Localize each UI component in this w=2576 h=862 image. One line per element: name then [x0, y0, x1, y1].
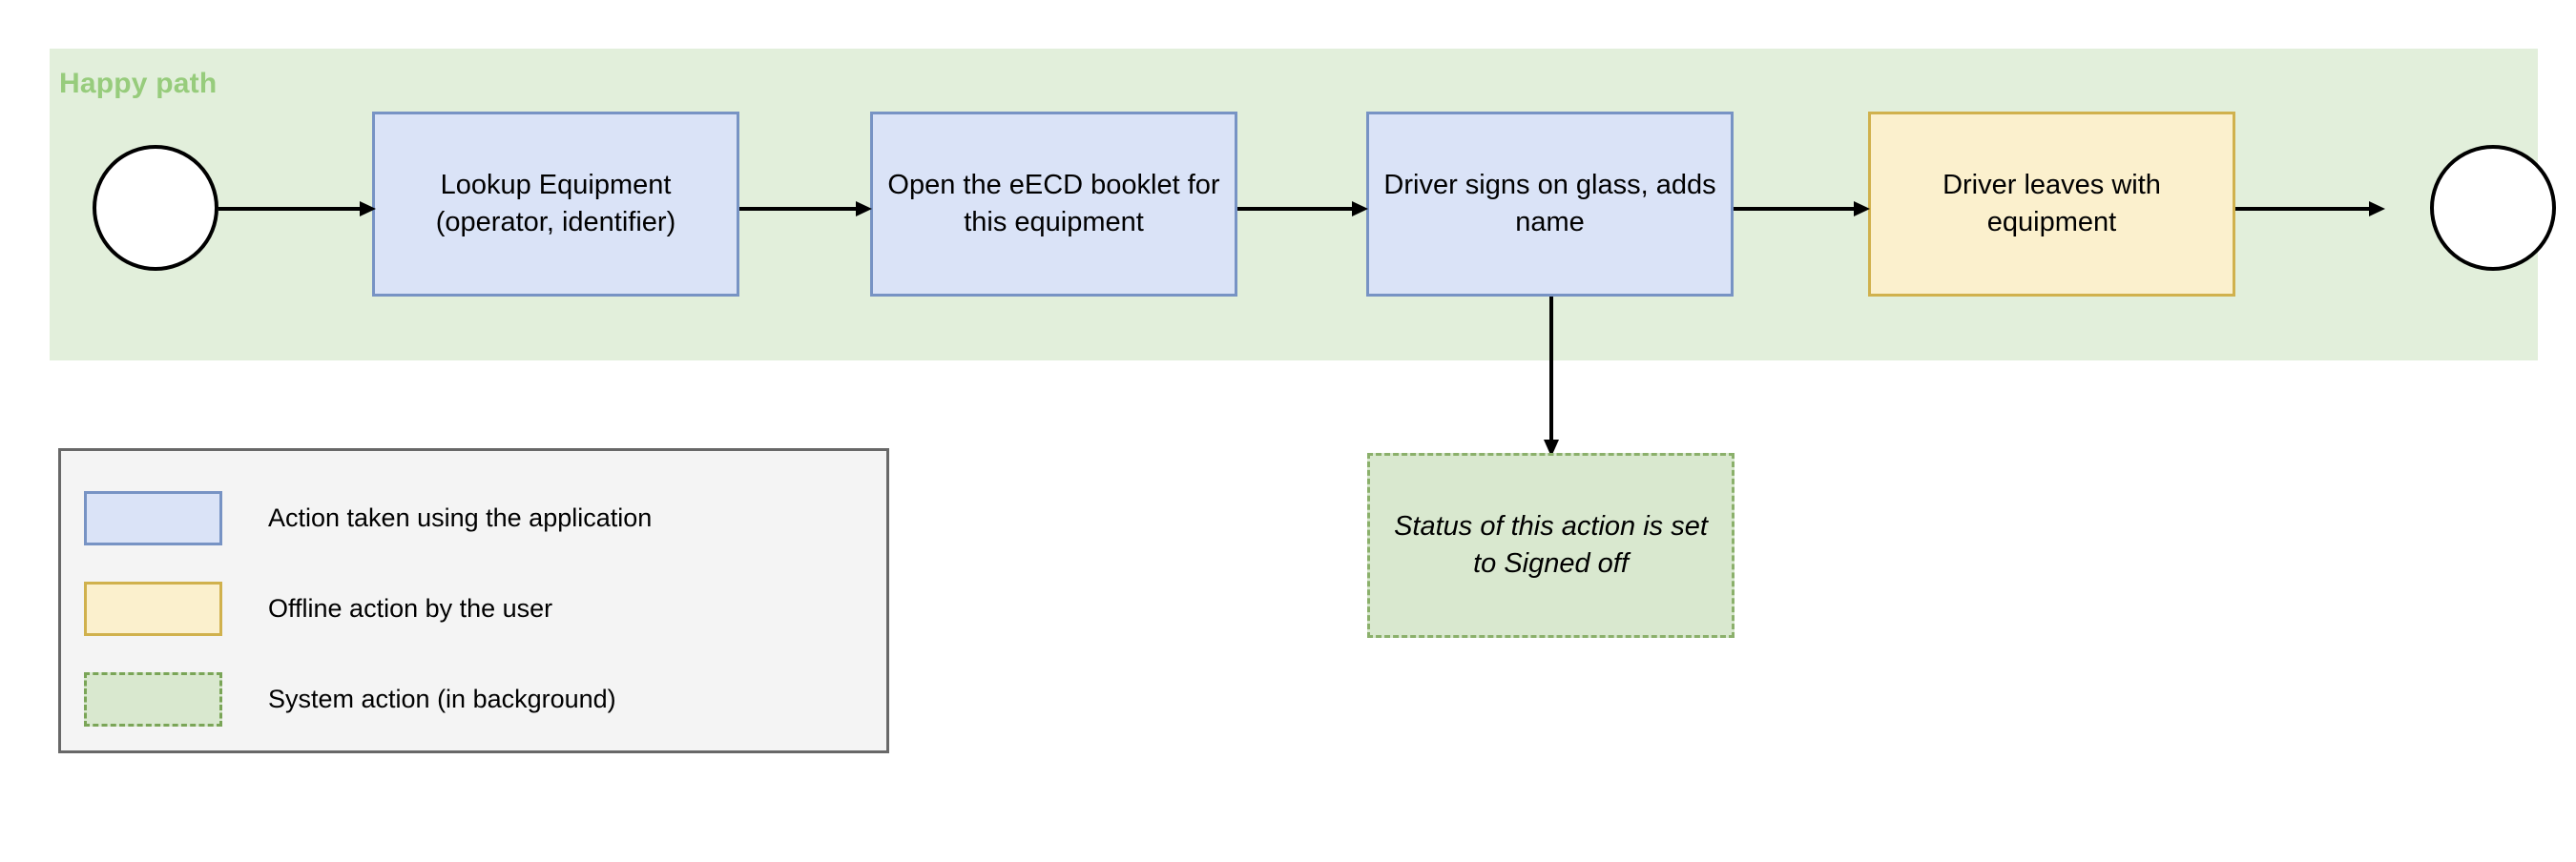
connector-driver-signs-to-driver-leaves: [1734, 201, 1870, 216]
legend-label-offline: Offline action by the user: [268, 594, 553, 623]
connector-driver-leaves-to-end: [2235, 201, 2385, 216]
node-open-eecd-booklet[interactable]: Open the eECD booklet for this equipment: [870, 112, 1237, 297]
happy-path-lane: Happy path Lookup Equipment (operator, i…: [50, 49, 2556, 360]
node-driver-signs-on-glass-label: Driver signs on glass, adds name: [1383, 170, 1716, 237]
node-status-signed-off[interactable]: Status of this action is set to Signed o…: [1367, 453, 1735, 638]
connector-start-to-lookup: [218, 201, 376, 216]
legend-swatch-app-icon: [84, 491, 222, 545]
node-open-eecd-booklet-label: Open the eECD booklet for this equipment: [887, 170, 1220, 237]
node-lookup-equipment[interactable]: Lookup Equipment (operator, identifier): [372, 112, 739, 297]
connector-open-booklet-to-driver-signs: [1237, 201, 1368, 216]
legend-panel: Action taken using the application Offli…: [58, 448, 889, 753]
start-node[interactable]: [93, 145, 218, 271]
node-status-signed-off-label: Status of this action is set to Signed o…: [1394, 511, 1708, 579]
end-node[interactable]: [2430, 145, 2556, 271]
legend-item-offline: Offline action by the user: [84, 582, 552, 636]
connector-lookup-to-open-booklet: [739, 201, 872, 216]
lane-title: Happy path: [59, 68, 218, 99]
legend-swatch-system-icon: [84, 672, 222, 727]
legend-item-app: Action taken using the application: [84, 491, 652, 545]
node-driver-leaves-with-equipment[interactable]: Driver leaves with equipment: [1868, 112, 2235, 297]
legend-label-app: Action taken using the application: [268, 503, 653, 532]
legend-label-system: System action (in background): [268, 685, 616, 713]
node-driver-leaves-with-equipment-label: Driver leaves with equipment: [1942, 170, 2161, 237]
legend-swatch-offline-icon: [84, 582, 222, 636]
legend-item-system: System action (in background): [84, 672, 616, 727]
node-lookup-equipment-label: Lookup Equipment (operator, identifier): [435, 170, 676, 237]
node-driver-signs-on-glass[interactable]: Driver signs on glass, adds name: [1366, 112, 1734, 297]
